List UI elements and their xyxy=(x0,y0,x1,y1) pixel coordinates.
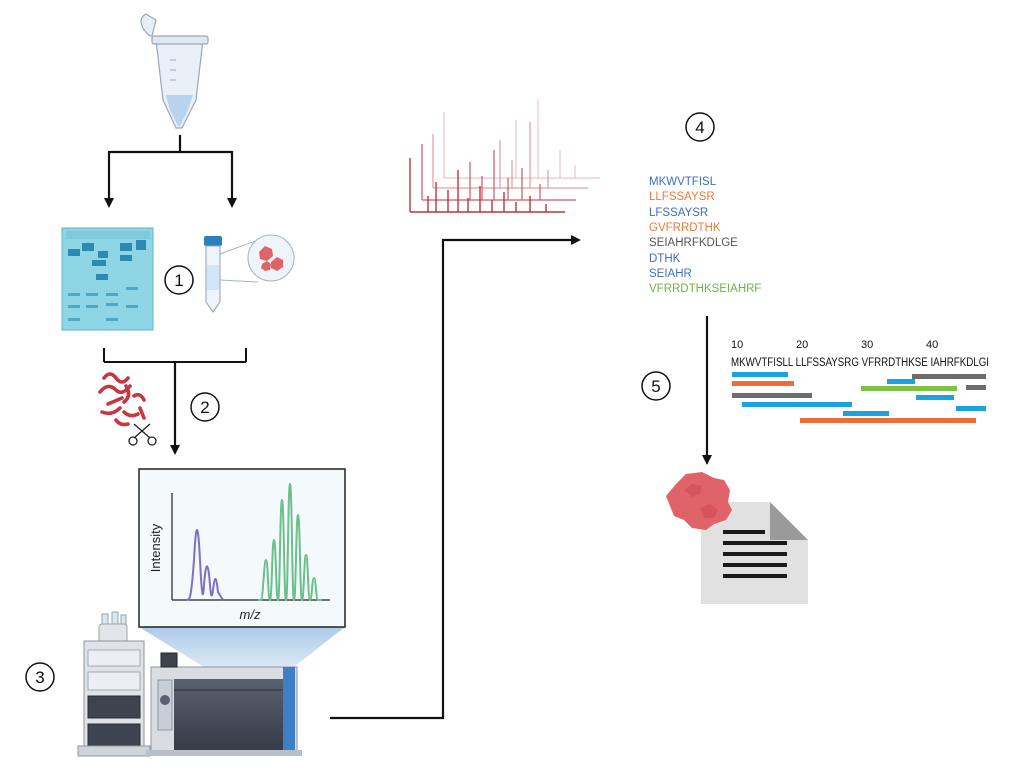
peptide-5: SEIAHRFKDLGE xyxy=(649,237,738,249)
step-5-badge: 5 xyxy=(641,371,671,401)
ms1-spectrum-panel: Intensity m/z xyxy=(138,468,346,628)
x-axis-label: m/z xyxy=(240,607,261,622)
projection-cone xyxy=(139,627,345,677)
sequence-coverage-map: 10 20 30 40 MKWVTFISLL LLFSSAYSRG VFRRDT… xyxy=(731,339,989,423)
peptide-8: VFRRDTHKSEIAHRF xyxy=(649,283,761,295)
conical-tube-icon xyxy=(204,236,259,313)
svg-text:3: 3 xyxy=(35,668,44,687)
peptide-1: MKWVTFISL xyxy=(649,176,717,188)
step-2-badge: 2 xyxy=(190,392,220,422)
tick-40: 40 xyxy=(926,339,938,351)
tick-20: 20 xyxy=(796,339,808,351)
svg-text:4: 4 xyxy=(695,118,704,137)
purple-isotope-envelope xyxy=(185,529,224,601)
peptide-2: LLFSSAYSR xyxy=(649,191,715,203)
sds-page-gel-icon xyxy=(61,227,154,331)
coverage-bars xyxy=(732,372,986,423)
step-4-badge: 4 xyxy=(685,112,715,142)
peptide-6: DTHK xyxy=(649,253,681,265)
protein-sequence: MKWVTFISLL LLFSSAYSRG VFRRDTHKSE IAHRFKD… xyxy=(731,357,989,369)
identified-peptide-list: MKWVTFISL LLFSSAYSR LFSSAYSR GVFRRDTHK S… xyxy=(649,176,761,295)
svg-text:1: 1 xyxy=(174,271,183,290)
svg-text:2: 2 xyxy=(200,398,209,417)
tick-10: 10 xyxy=(731,339,743,351)
y-axis-label: Intensity xyxy=(148,523,163,572)
protein-report-document-icon xyxy=(666,472,808,604)
microcentrifuge-tube-icon xyxy=(140,13,209,129)
merge-bracket xyxy=(103,348,247,455)
svg-text:5: 5 xyxy=(651,377,660,396)
msms-stacked-spectra-icon xyxy=(409,100,600,213)
peptide-4: GVFRRDTHK xyxy=(649,222,721,234)
green-isotope-envelope xyxy=(258,482,322,602)
step-1-badge: 1 xyxy=(164,265,194,295)
connector-arrow xyxy=(330,235,581,720)
peptide-3: LFSSAYSR xyxy=(649,207,708,219)
peptide-7: SEIAHR xyxy=(649,268,692,280)
branch-arrows xyxy=(104,135,237,208)
lc-ms-instrument-icon xyxy=(77,611,302,757)
tissue-sample-zoom-icon xyxy=(247,234,295,282)
protein-digestion-scissors-icon xyxy=(98,372,157,446)
step-3-badge: 3 xyxy=(25,662,55,692)
tick-30: 30 xyxy=(861,339,873,351)
